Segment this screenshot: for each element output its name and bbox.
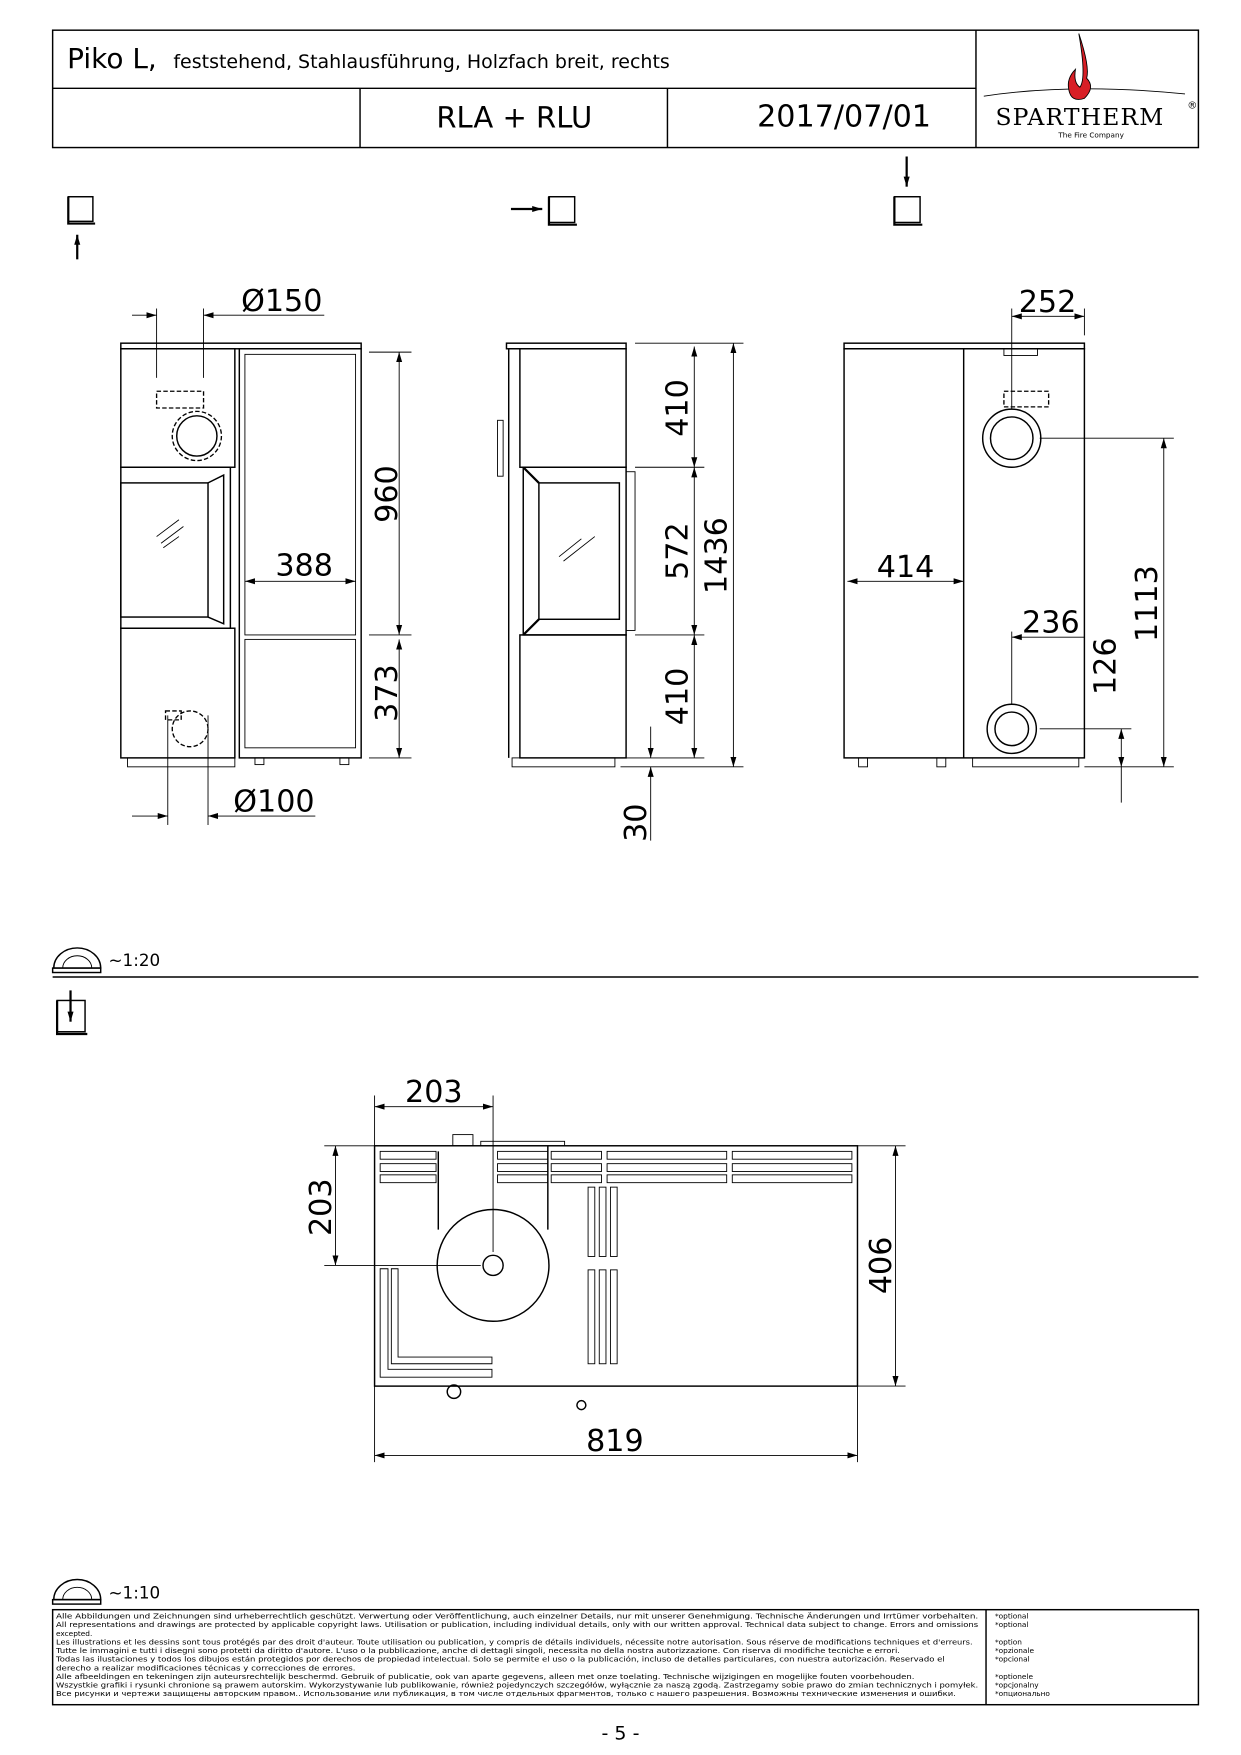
dim-side-top: 410 [661, 379, 696, 437]
scale-indicator-upper: ~1:20 [51, 947, 161, 974]
product-name: Piko L, [67, 42, 157, 75]
option-it: *opzionale [995, 1646, 1034, 1655]
option-es: *opcional [995, 1655, 1030, 1664]
option-ru: *опционально [995, 1689, 1050, 1698]
logo-brand: SPARTHERM [995, 103, 1164, 131]
flame-icon [1067, 33, 1091, 100]
view-side-icon [510, 196, 577, 226]
logo-tagline: The Fire Company [1057, 130, 1124, 139]
dim-back-air-offset: 236 [1022, 606, 1080, 641]
dim-plan-flue-y: 203 [304, 1178, 339, 1236]
copyright-pl: Wszystkie grafiki i rysunki chronione są… [56, 1680, 978, 1689]
dim-back-air-height: 126 [1089, 637, 1124, 695]
scale-label-upper: ~1:20 [109, 950, 161, 970]
option-de: *optional [995, 1612, 1029, 1621]
dim-wood-width: 388 [275, 549, 333, 584]
plan-view: 203 203 406 819 [304, 1075, 906, 1463]
option-nl: *optionele [995, 1672, 1034, 1681]
dim-side-bottom: 410 [661, 668, 696, 726]
dim-plan-depth: 406 [864, 1237, 899, 1295]
dim-back-width: 414 [877, 550, 935, 585]
dim-side-door: 572 [661, 522, 696, 580]
copyright-it: Tutte le immagini e tutti i disegni sono… [55, 1646, 900, 1655]
copyright-notice: Alle Abbildungen und Zeichnungen sind ur… [51, 1608, 1200, 1706]
view-top-icon [55, 990, 88, 1036]
page-number: - 5 - [602, 1722, 640, 1744]
dim-flue-diameter: Ø150 [241, 284, 322, 319]
copyright-fr: Les illustrations et les dessins sont to… [56, 1637, 973, 1646]
logo-registered: ® [1187, 100, 1197, 111]
variant-code: RLA + RLU [436, 100, 592, 134]
revision-date: 2017/07/01 [757, 99, 931, 134]
option-translations: *optional *optional *option *opzionale *… [995, 1612, 1050, 1698]
dim-back-flue-offset: 252 [1019, 285, 1077, 320]
dim-air-diameter: Ø100 [233, 785, 314, 820]
back-view: 252 414 236 126 1113 [843, 285, 1174, 803]
dim-back-flue-height: 1113 [1130, 565, 1165, 642]
option-fr: *option [995, 1637, 1022, 1646]
scale-icon [53, 1578, 102, 1601]
copyright-nl: Alle afbeeldingen en tekeningen zijn aut… [56, 1672, 914, 1681]
copyright-de: Alle Abbildungen und Zeichnungen sind ur… [56, 1612, 978, 1621]
dim-side-feet: 30 [619, 804, 654, 842]
scale-icon [53, 947, 102, 969]
dim-plan-flue-x: 203 [405, 1075, 463, 1110]
dim-height-upper: 960 [370, 465, 405, 523]
copyright-ru: Все рисунки и чертежи защищены авторским… [56, 1689, 956, 1698]
spartherm-logo: SPARTHERM ® The Fire Company [983, 33, 1197, 139]
copyright-en: All representations and drawings are pro… [56, 1620, 978, 1629]
product-description: feststehend, Stahlausführung, Holzfach b… [173, 51, 669, 73]
scale-label-lower: ~1:10 [109, 1583, 161, 1603]
copyright-en-cont: excepted. [56, 1629, 92, 1638]
side-view: 410 572 410 1436 30 [497, 342, 744, 842]
option-pl: *opcjonalny [995, 1680, 1039, 1689]
scale-indicator-lower: ~1:10 [51, 1578, 161, 1605]
dim-side-total: 1436 [700, 517, 735, 594]
copyright-es: Todas las ilustaciones y todos los dibuj… [55, 1655, 945, 1664]
title-block: Piko L, feststehend, Stahlausführung, Ho… [51, 29, 1200, 149]
copyright-es-cont: derecho a realizar modificaciones técnic… [56, 1663, 356, 1672]
front-view: Ø150 960 373 388 Ø100 [120, 284, 412, 825]
dim-height-lower: 373 [370, 664, 405, 722]
view-front-icon [67, 196, 96, 260]
option-en: *optional [995, 1620, 1029, 1629]
dim-plan-width: 819 [586, 1424, 644, 1459]
view-back-icon [893, 156, 923, 226]
